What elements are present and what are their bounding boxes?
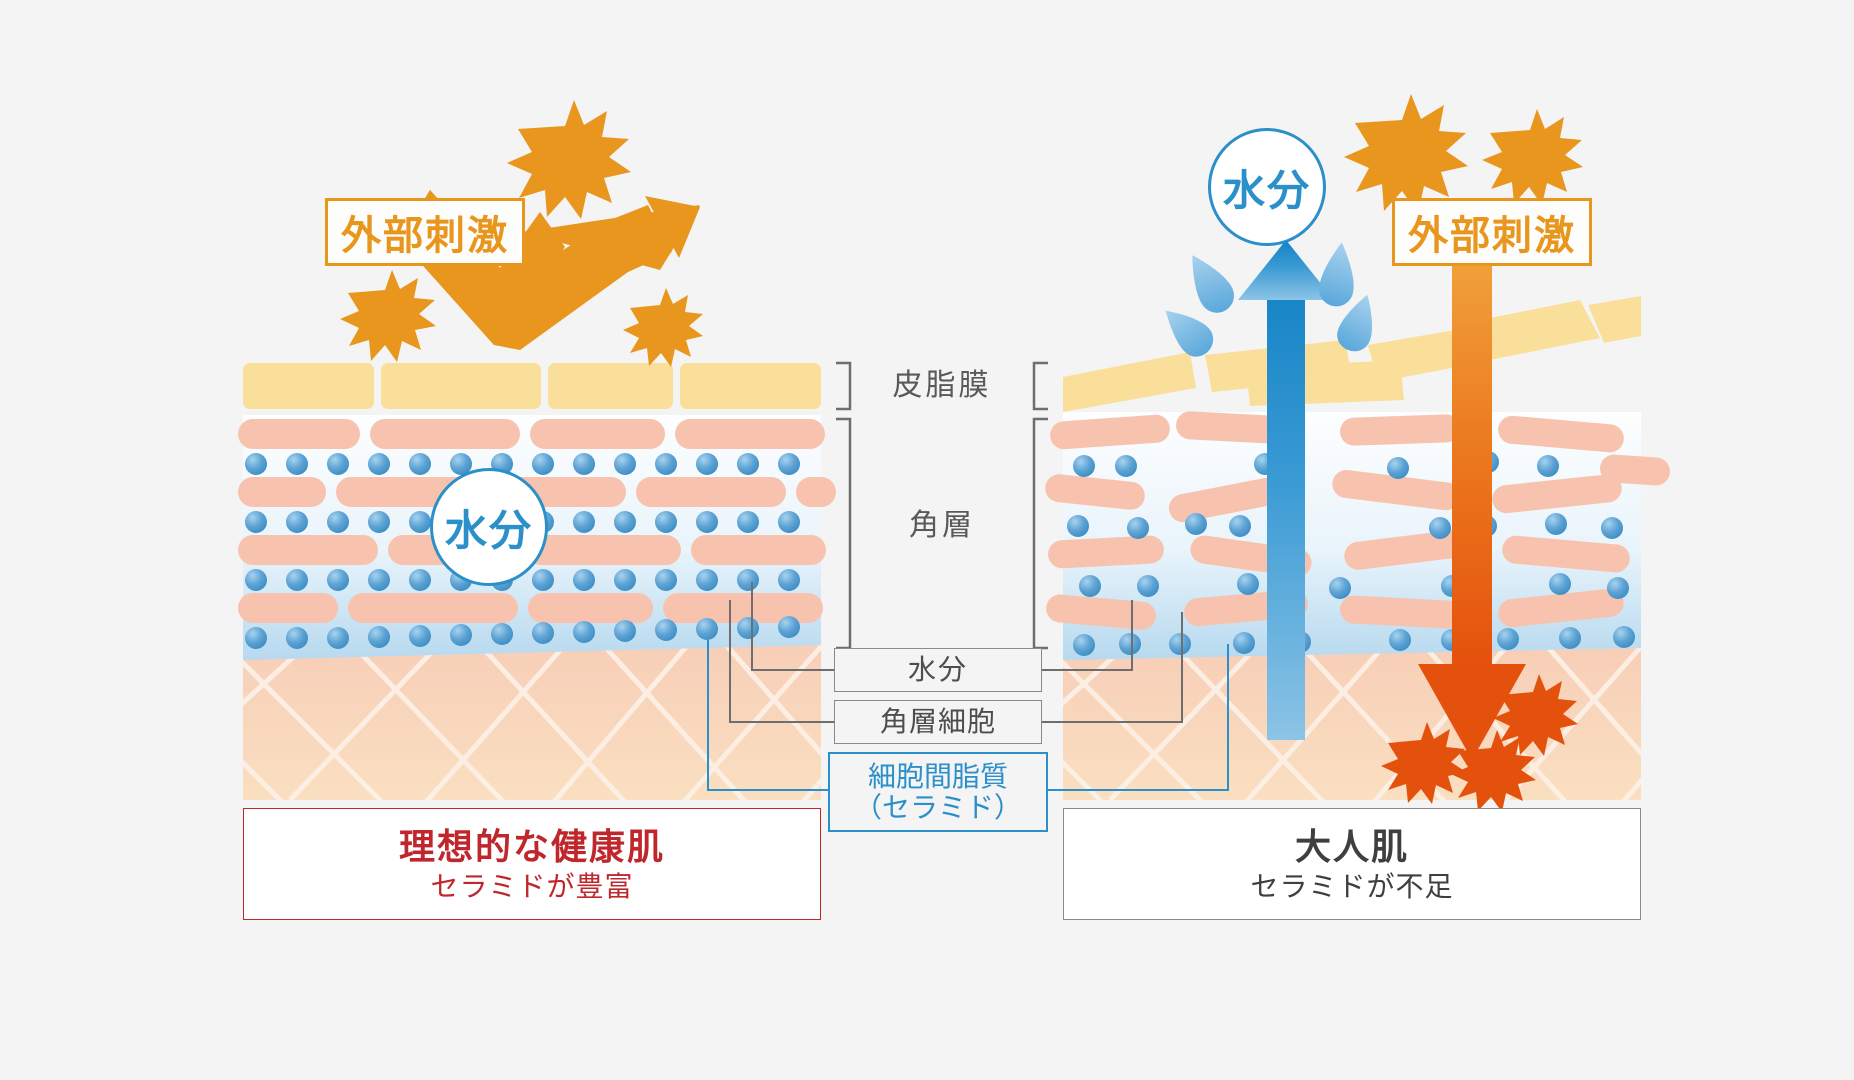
left-leader-lines xyxy=(729,582,834,723)
burst-star-icon xyxy=(1344,94,1583,213)
layer-label-stratum-corneum: 角層 xyxy=(909,509,975,542)
callout-corneocyte: 角層細胞 xyxy=(834,700,1042,744)
right-caption-subtitle: セラミドが不足 xyxy=(1250,871,1454,902)
left-caption-subtitle: セラミドが豊富 xyxy=(430,871,634,902)
water-droplet-icon xyxy=(1165,242,1373,357)
water-evaporation-arrow-icon xyxy=(1238,240,1334,740)
right-lipid-leader-line xyxy=(1048,644,1229,791)
callout-water-text: 水分 xyxy=(907,654,968,686)
left-layer-brackets xyxy=(836,361,852,650)
left-sebum-film xyxy=(243,363,821,409)
left-caption-title: 理想的な健康肌 xyxy=(398,826,665,867)
right-caption-box: 大人肌 セラミドが不足 xyxy=(1063,808,1641,920)
left-corneocytes xyxy=(238,419,836,623)
right-caption-title: 大人肌 xyxy=(1294,826,1409,867)
right-external-stimulus-badge: 外部刺激 xyxy=(1392,198,1592,266)
stimulus-penetration-arrow-icon xyxy=(1418,262,1526,760)
right-layer-brackets xyxy=(1032,361,1048,650)
callout-lipid-line1: 細胞間脂質 xyxy=(867,760,1008,792)
left-panel-skin xyxy=(238,363,836,800)
left-external-stimulus-badge: 外部刺激 xyxy=(325,198,525,266)
callout-intercellular-lipid: 細胞間脂質 （セラミド） xyxy=(828,752,1048,832)
burst-star-icon xyxy=(1381,674,1578,812)
left-intercellular-lipids xyxy=(245,453,800,649)
right-leader-lines xyxy=(1042,600,1183,723)
left-water-circle: 水分 xyxy=(430,468,548,586)
callout-water: 水分 xyxy=(834,648,1042,692)
left-caption-box: 理想的な健康肌 セラミドが豊富 xyxy=(243,808,821,920)
right-panel-skin xyxy=(1045,296,1670,800)
callout-corneocyte-text: 角層細胞 xyxy=(879,706,996,738)
callout-lipid-line2: （セラミド） xyxy=(853,792,1022,823)
left-lipid-leader-line xyxy=(707,640,828,791)
right-water-circle: 水分 xyxy=(1208,128,1326,246)
burst-star-icon xyxy=(340,100,703,367)
layer-label-sebum-film: 皮脂膜 xyxy=(892,369,992,402)
